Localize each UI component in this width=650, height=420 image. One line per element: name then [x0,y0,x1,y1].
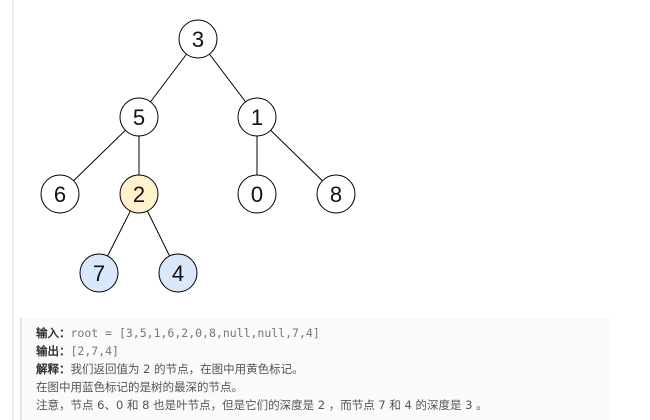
input-line: 输入：root = [3,5,1,6,2,0,8,null,null,7,4] [36,324,610,342]
input-label: 输入： [36,326,71,340]
output-line: 输出：[2,7,4] [36,342,610,360]
tree-node-3: 3 [178,19,218,59]
tree-node-5: 5 [119,97,159,137]
tree-node-2: 2 [119,174,159,214]
tree-node-circle [237,174,277,214]
tree-node-circle [79,253,119,293]
depth-note: 注意，节点 6、0 和 8 也是叶节点，但是它们的深度是 2 ，而节点 7 和 … [36,398,488,412]
tree-node-label: 5 [133,105,145,130]
tree-node-label: 4 [172,261,184,286]
tree-nodes: 3 5 1 6 2 0 8 7 4 [40,19,356,293]
tree-node-8: 8 [316,174,356,214]
input-value: root = [3,5,1,6,2,0,8,null,null,7,4] [70,326,320,340]
tree-node-circle [158,253,198,293]
tree-node-7: 7 [79,253,119,293]
tree-node-label: 8 [330,182,342,207]
tree-node-circle [119,97,159,137]
tree-node-label: 3 [192,27,204,52]
explanation-line: 解释：我们返回值为 2 的节点，在图中用黄色标记。 [36,360,610,378]
tree-node-0: 0 [237,174,277,214]
tree-node-circle [40,174,80,214]
explanation-text: 我们返回值为 2 的节点，在图中用黄色标记。 [70,362,304,376]
example-block: 输入：root = [3,5,1,6,2,0,8,null,null,7,4] … [20,318,610,420]
left-border [12,0,14,420]
tree-node-label: 6 [54,182,66,207]
deepest-nodes-note: 在图中用蓝色标记的是树的最深的节点。 [36,380,243,394]
tree-node-label: 7 [93,261,105,286]
output-label: 输出： [36,344,71,358]
explanation-label: 解释： [36,362,71,376]
tree-node-label: 1 [251,105,263,130]
tree-node-6: 6 [40,174,80,214]
tree-node-label: 2 [133,182,145,207]
tree-node-4: 4 [158,253,198,293]
explanation-line-2: 在图中用蓝色标记的是树的最深的节点。 [36,378,610,396]
tree-node-circle [178,19,218,59]
output-value: [2,7,4] [70,344,119,358]
tree-node-circle [237,97,277,137]
explanation-line-3: 注意，节点 6、0 和 8 也是叶节点，但是它们的深度是 2 ，而节点 7 和 … [36,396,610,414]
binary-tree-diagram: 3 5 1 6 2 0 8 7 4 [40,19,356,293]
tree-node-1: 1 [237,97,277,137]
tree-edges [59,38,337,274]
tree-node-circle [119,174,159,214]
tree-node-circle [316,174,356,214]
tree-node-label: 0 [251,182,263,207]
